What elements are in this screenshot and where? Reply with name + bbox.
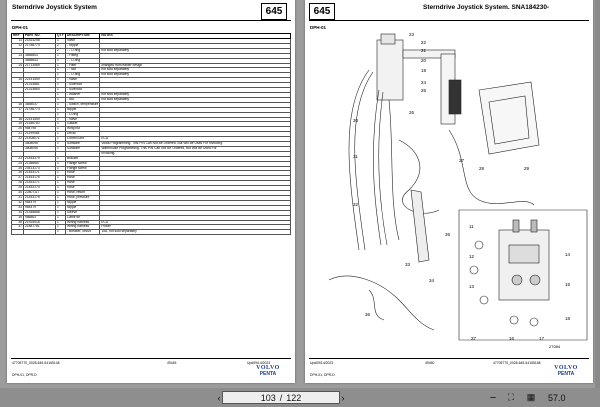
callout-label: 12 [469, 254, 475, 259]
callout-label: 29 [524, 166, 530, 171]
table-cell: - Switch, temperature [64, 101, 101, 108]
current-page[interactable]: 103 [260, 392, 276, 403]
callout-label: 35 [445, 232, 451, 237]
column-header: NOTES [99, 33, 291, 39]
table-cell: 1 [55, 229, 66, 236]
callout-label: 25 [421, 88, 427, 93]
footer-doc-id: 47705770_0028-645-54165168 [493, 361, 541, 365]
callout-label: 33 [405, 262, 411, 267]
zoom-level: 57.0 [548, 392, 566, 403]
column-header: DESCRIPTION [64, 33, 101, 39]
vertical-scrollbar[interactable] [595, 0, 600, 388]
callout-label: 17 [539, 336, 545, 341]
callout-label: 13 [469, 284, 475, 289]
callout-label: 32 [353, 202, 359, 207]
total-pages: 122 [286, 392, 302, 403]
footer-updated: Upd09/14/2023 [310, 361, 334, 365]
footer-sheet-no: 49445 [167, 361, 177, 365]
callout-label: 19 [421, 68, 427, 73]
callout-label: 30 [353, 118, 359, 123]
callout-label: 36 [365, 312, 371, 317]
callout-label: 27 [459, 158, 465, 163]
footer-doc-id: 47705770_0028-645-54165148 [12, 361, 60, 365]
zoom-out-button[interactable]: − [489, 391, 497, 404]
footer-models: DPH-01, DPR-D [12, 373, 37, 377]
page-number-box: 645 [309, 3, 335, 20]
callout-label: 22 [421, 40, 427, 45]
drawing-number: 27084 [549, 344, 561, 349]
callout-label: 24 [421, 80, 427, 85]
footer-rule [11, 358, 291, 359]
footer-updated: Upd09/14/2023 [247, 361, 271, 365]
callout-label: 37 [471, 336, 477, 341]
callout-label: 28 [479, 166, 485, 171]
page-title: Sterndrive Joystick System [12, 4, 97, 11]
right-page: 645 Sterndrive Joystick System. SNA18423… [305, 0, 593, 383]
table-cell: 15A, not sold separately [99, 229, 291, 236]
page-number-box: 645 [261, 3, 287, 20]
model-label: DPH-01 [310, 25, 327, 30]
left-page: Sterndrive Joystick System 645 DPH-01 RE… [7, 0, 295, 383]
callout-label: 16 [509, 336, 515, 341]
prev-page-button[interactable]: ‹ [217, 392, 221, 403]
callout-label: 18 [565, 316, 571, 321]
callout-label: 31 [353, 154, 359, 159]
callout-label: 21 [421, 48, 427, 53]
exploded-parts-diagram: 23 22 21 20 19 24 25 26 27 28 29 30 31 32 33 34 35 36 37 11… [328, 32, 588, 349]
callout-label: 34 [429, 278, 435, 283]
table-cell [23, 229, 56, 236]
page-counter[interactable]: 103 / 122 [222, 391, 340, 404]
callout-label: 26 [409, 110, 415, 115]
callout-label: 20 [421, 58, 427, 63]
footer-rule [309, 358, 589, 359]
header-rule [309, 20, 589, 21]
footer-sheet-no: 49450 [425, 361, 435, 365]
table-cell [11, 229, 24, 236]
callout-label: 11 [469, 224, 474, 229]
callout-label: 15 [565, 282, 571, 287]
page-separator: / [279, 392, 283, 403]
callout-label: 23 [409, 32, 415, 37]
callout-label: 14 [565, 252, 571, 257]
table-cell: - Breaker, circuit [64, 229, 101, 236]
model-label: DPH-01 [12, 25, 29, 30]
fit-page-icon[interactable]: ⛶ [507, 392, 515, 402]
header-rule [11, 20, 291, 21]
next-page-button[interactable]: › [341, 392, 345, 403]
page-title: Sterndrive Joystick System. SNA184230- [423, 4, 550, 11]
viewer-toolbar: ‹ 103 / 122 › − ⛶ ▦ 57.0 [0, 388, 600, 407]
page-grid-icon[interactable]: ▦ [526, 392, 536, 402]
footer-models: DPH-01, DPR-D [310, 373, 335, 377]
